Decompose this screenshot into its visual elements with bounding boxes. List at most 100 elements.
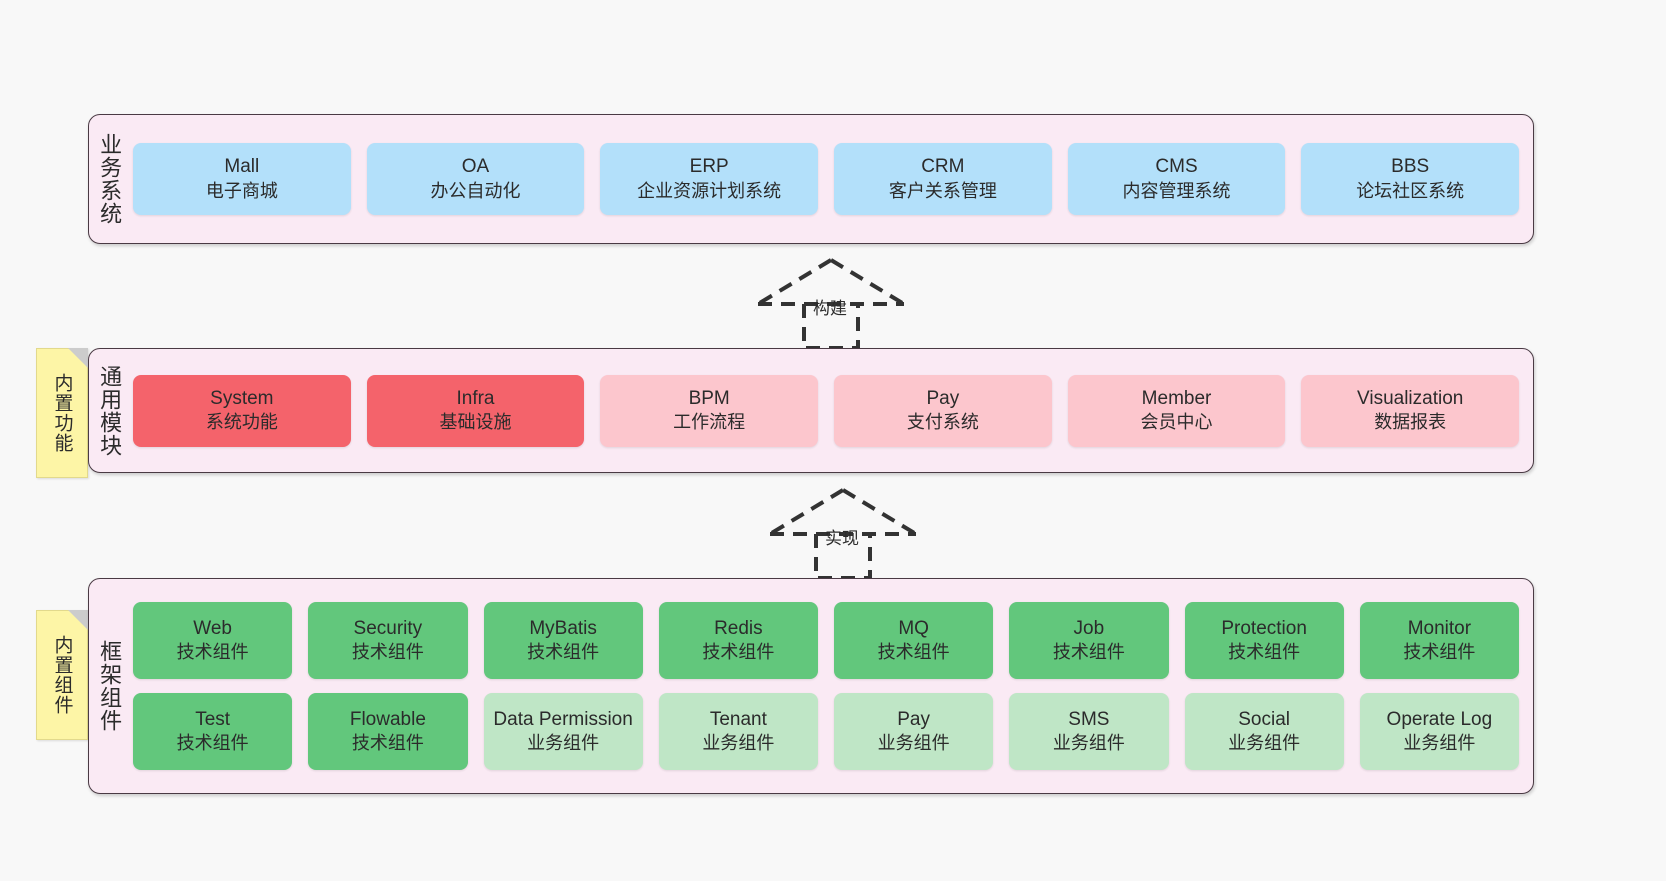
card-title: System [210, 387, 274, 409]
card-data-permission[interactable]: Data Permission 业务组件 [483, 693, 643, 770]
layer-title-framework: 框架组件 [97, 640, 123, 732]
card-title: Social [1238, 708, 1290, 730]
card-subtitle: 基础设施 [439, 412, 512, 433]
card-title: SMS [1068, 708, 1110, 730]
card-title: CMS [1155, 156, 1198, 178]
card-subtitle: 业务组件 [527, 733, 600, 754]
card-mybatis[interactable]: MyBatis 技术组件 [483, 602, 643, 679]
layer-common-modules: 通用模块 System 系统功能 Infra 基础设施 BPM 工作流程 Pay… [88, 348, 1534, 473]
sticky-note-builtin-components: 内置组件 [36, 610, 88, 740]
card-operate-log[interactable]: Operate Log 业务组件 [1359, 693, 1519, 770]
card-title: Job [1073, 617, 1105, 639]
card-infra[interactable]: Infra 基础设施 [366, 374, 585, 447]
card-subtitle: 技术组件 [877, 642, 950, 663]
card-redis[interactable]: Redis 技术组件 [658, 602, 818, 679]
card-web[interactable]: Web 技术组件 [133, 602, 293, 679]
layer-framework-components: 框架组件 Web 技术组件 Security 技术组件 MyBatis 技术组件… [88, 578, 1534, 794]
card-subtitle: 业务组件 [1403, 733, 1476, 754]
card-mall[interactable]: Mall 电子商城 [133, 143, 351, 215]
card-title: Security [353, 617, 423, 639]
card-title: Member [1141, 387, 1212, 409]
card-security[interactable]: Security 技术组件 [308, 602, 468, 679]
card-pay-module[interactable]: Pay 支付系统 [834, 374, 1052, 447]
card-title: Infra [456, 387, 495, 409]
card-title: ERP [689, 156, 729, 178]
card-title: Operate Log [1386, 708, 1493, 730]
card-title: Redis [714, 617, 763, 639]
card-title: MQ [898, 617, 929, 639]
card-subtitle: 技术组件 [351, 642, 424, 663]
card-protection[interactable]: Protection 技术组件 [1184, 602, 1344, 679]
card-subtitle: 技术组件 [176, 733, 249, 754]
card-row: Web 技术组件 Security 技术组件 MyBatis 技术组件 Redi… [133, 602, 1519, 679]
arrow-implement: 实现 [768, 488, 918, 580]
card-subtitle: 内容管理系统 [1122, 180, 1231, 201]
card-test[interactable]: Test 技术组件 [133, 693, 293, 770]
card-title: BBS [1391, 156, 1430, 178]
card-row: Mall 电子商城 OA 办公自动化 ERP 企业资源计划系统 CRM 客户关系… [133, 143, 1520, 215]
card-subtitle: 办公自动化 [430, 180, 521, 201]
card-job[interactable]: Job 技术组件 [1009, 602, 1169, 679]
card-title: OA [461, 156, 490, 178]
card-subtitle: 技术组件 [351, 733, 424, 754]
card-subtitle: 业务组件 [1052, 733, 1125, 754]
card-subtitle: 电子商城 [205, 180, 278, 201]
sticky-note-label: 内置功能 [51, 373, 73, 453]
card-title: Visualization [1357, 387, 1464, 409]
layer-title-business: 业务系统 [97, 133, 123, 225]
card-subtitle: 系统功能 [205, 412, 278, 433]
card-title: BPM [688, 387, 730, 409]
card-subtitle: 工作流程 [673, 412, 746, 433]
layer-body-business: Mall 电子商城 OA 办公自动化 ERP 企业资源计划系统 CRM 客户关系… [129, 115, 1533, 243]
card-subtitle: 会员中心 [1140, 412, 1213, 433]
card-subtitle: 技术组件 [1228, 642, 1301, 663]
card-member[interactable]: Member 会员中心 [1067, 374, 1286, 447]
card-title: Tenant [709, 708, 767, 730]
card-subtitle: 技术组件 [1403, 642, 1476, 663]
card-title: Pay [897, 708, 930, 730]
card-tenant[interactable]: Tenant 业务组件 [658, 693, 818, 770]
arrow-label-build: 构建 [813, 299, 847, 318]
card-subtitle: 论坛社区系统 [1356, 180, 1465, 201]
card-system[interactable]: System 系统功能 [133, 374, 351, 447]
layer-title-common: 通用模块 [97, 364, 123, 457]
card-sms[interactable]: SMS 业务组件 [1009, 693, 1169, 770]
card-subtitle: 业务组件 [877, 733, 950, 754]
card-title: Pay [926, 387, 960, 409]
card-subtitle: 技术组件 [176, 642, 249, 663]
card-social[interactable]: Social 业务组件 [1184, 693, 1344, 770]
card-title: Protection [1221, 617, 1307, 639]
layer-body-common: System 系统功能 Infra 基础设施 BPM 工作流程 Pay 支付系统… [129, 349, 1533, 472]
card-title: CRM [921, 156, 965, 178]
card-subtitle: 企业资源计划系统 [637, 180, 782, 201]
card-subtitle: 数据报表 [1374, 412, 1447, 433]
card-monitor[interactable]: Monitor 技术组件 [1359, 602, 1519, 679]
card-title: Data Permission [493, 708, 633, 730]
card-bbs[interactable]: BBS 论坛社区系统 [1301, 143, 1520, 215]
layer-body-framework: Web 技术组件 Security 技术组件 MyBatis 技术组件 Redi… [129, 579, 1533, 793]
arrow-label-implement: 实现 [825, 529, 859, 548]
card-erp[interactable]: ERP 企业资源计划系统 [600, 143, 819, 215]
card-subtitle: 技术组件 [1052, 642, 1125, 663]
sticky-note-builtin-features: 内置功能 [36, 348, 88, 478]
card-title: Flowable [349, 708, 426, 730]
card-pay-component[interactable]: Pay 业务组件 [834, 693, 994, 770]
card-visualization[interactable]: Visualization 数据报表 [1301, 374, 1520, 447]
sticky-note-label: 内置组件 [51, 635, 73, 715]
card-subtitle: 技术组件 [702, 642, 775, 663]
arrow-build: 构建 [756, 258, 906, 350]
card-subtitle: 业务组件 [702, 733, 775, 754]
card-subtitle: 技术组件 [527, 642, 600, 663]
card-row: System 系统功能 Infra 基础设施 BPM 工作流程 Pay 支付系统… [133, 374, 1520, 447]
card-bpm[interactable]: BPM 工作流程 [600, 374, 819, 447]
card-subtitle: 业务组件 [1228, 733, 1301, 754]
card-oa[interactable]: OA 办公自动化 [366, 143, 585, 215]
card-subtitle: 支付系统 [906, 412, 979, 433]
card-title: Monitor [1407, 617, 1472, 639]
card-mq[interactable]: MQ 技术组件 [834, 602, 994, 679]
card-flowable[interactable]: Flowable 技术组件 [308, 693, 468, 770]
card-cms[interactable]: CMS 内容管理系统 [1067, 143, 1286, 215]
card-title: Test [195, 708, 231, 730]
card-crm[interactable]: CRM 客户关系管理 [834, 143, 1052, 215]
card-row: Test 技术组件 Flowable 技术组件 Data Permission … [133, 693, 1519, 770]
